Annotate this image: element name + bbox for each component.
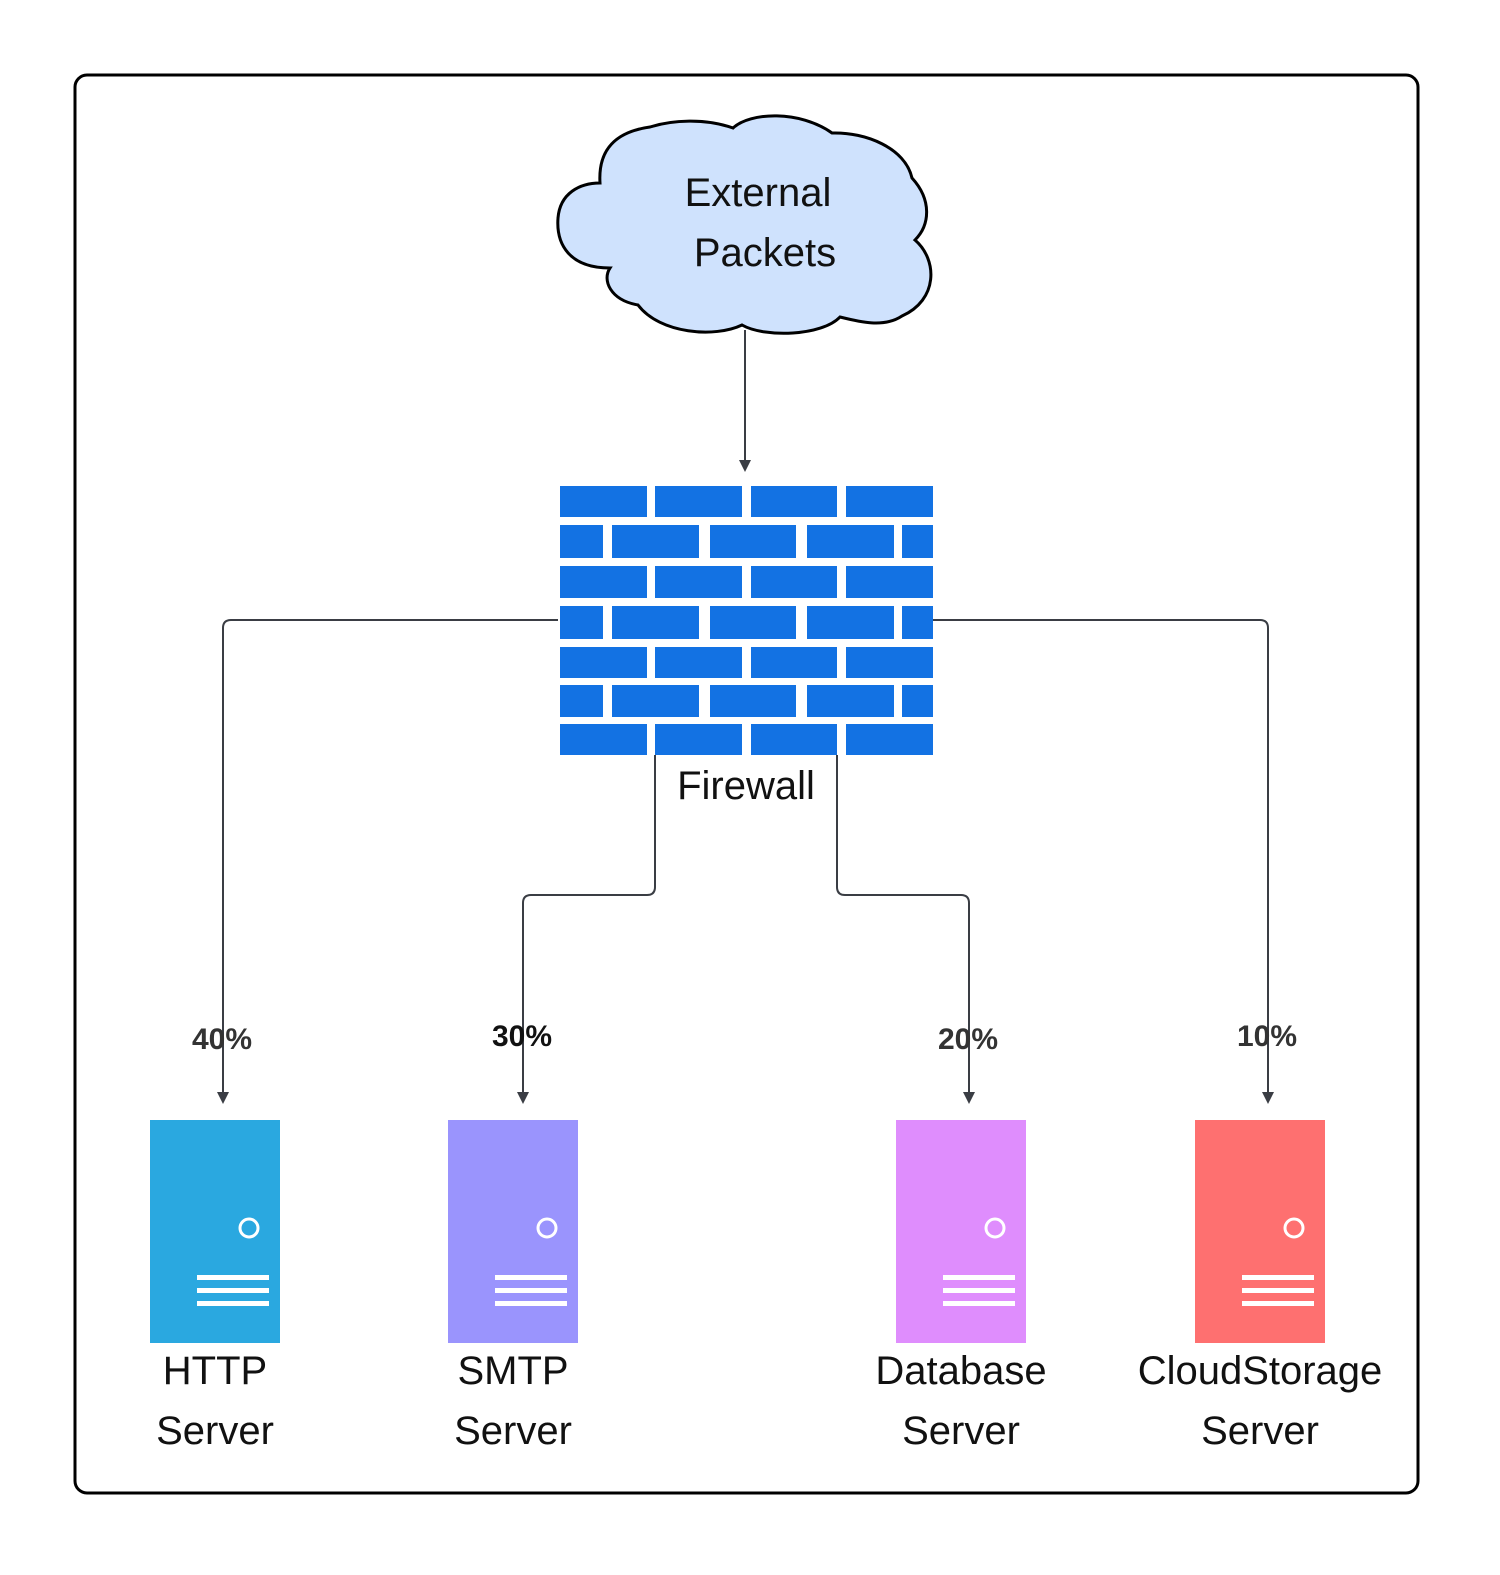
edge-firewall-to-cloudstorage (932, 619, 1274, 1104)
edge-firewall-to-http (217, 619, 558, 1104)
http-share-label: 40% (192, 1023, 252, 1056)
database-server-node: Database Server (875, 1120, 1047, 1453)
edge-firewall-to-database (836, 755, 975, 1104)
smtp-label-line2: Server (454, 1409, 572, 1453)
database-label-line2: Server (902, 1409, 1020, 1453)
cloudstorage-share-label: 10% (1237, 1020, 1297, 1053)
server-icon (150, 1120, 280, 1343)
server-icon (448, 1120, 578, 1343)
external-label-line2: Packets (694, 231, 836, 275)
firewall-label: Firewall (677, 764, 815, 808)
http-server-node: HTTP Server (150, 1120, 280, 1453)
connectors (217, 330, 1274, 1104)
external-label-line1: External (685, 171, 832, 215)
smtp-label-line1: SMTP (457, 1349, 568, 1393)
cloudstorage-label-line1: CloudStorage (1138, 1349, 1383, 1393)
edge-firewall-to-smtp (517, 755, 656, 1104)
database-share-label: 20% (938, 1023, 998, 1056)
database-label-line1: Database (875, 1349, 1046, 1393)
server-icon (896, 1120, 1026, 1343)
http-label-line2: Server (156, 1409, 274, 1453)
smtp-server-node: SMTP Server (448, 1120, 578, 1453)
server-icon (1195, 1120, 1325, 1343)
cloudstorage-server-node: CloudStorage Server (1138, 1120, 1383, 1453)
cloudstorage-label-line2: Server (1201, 1409, 1319, 1453)
http-label-line1: HTTP (163, 1349, 267, 1393)
cloud-icon (556, 114, 933, 335)
smtp-share-label: 30% (492, 1020, 552, 1053)
firewall-node: Firewall (560, 486, 933, 808)
external-packets-node: External Packets (556, 114, 933, 335)
brick-wall-icon (560, 486, 933, 755)
diagram-frame (73, 73, 1420, 1495)
